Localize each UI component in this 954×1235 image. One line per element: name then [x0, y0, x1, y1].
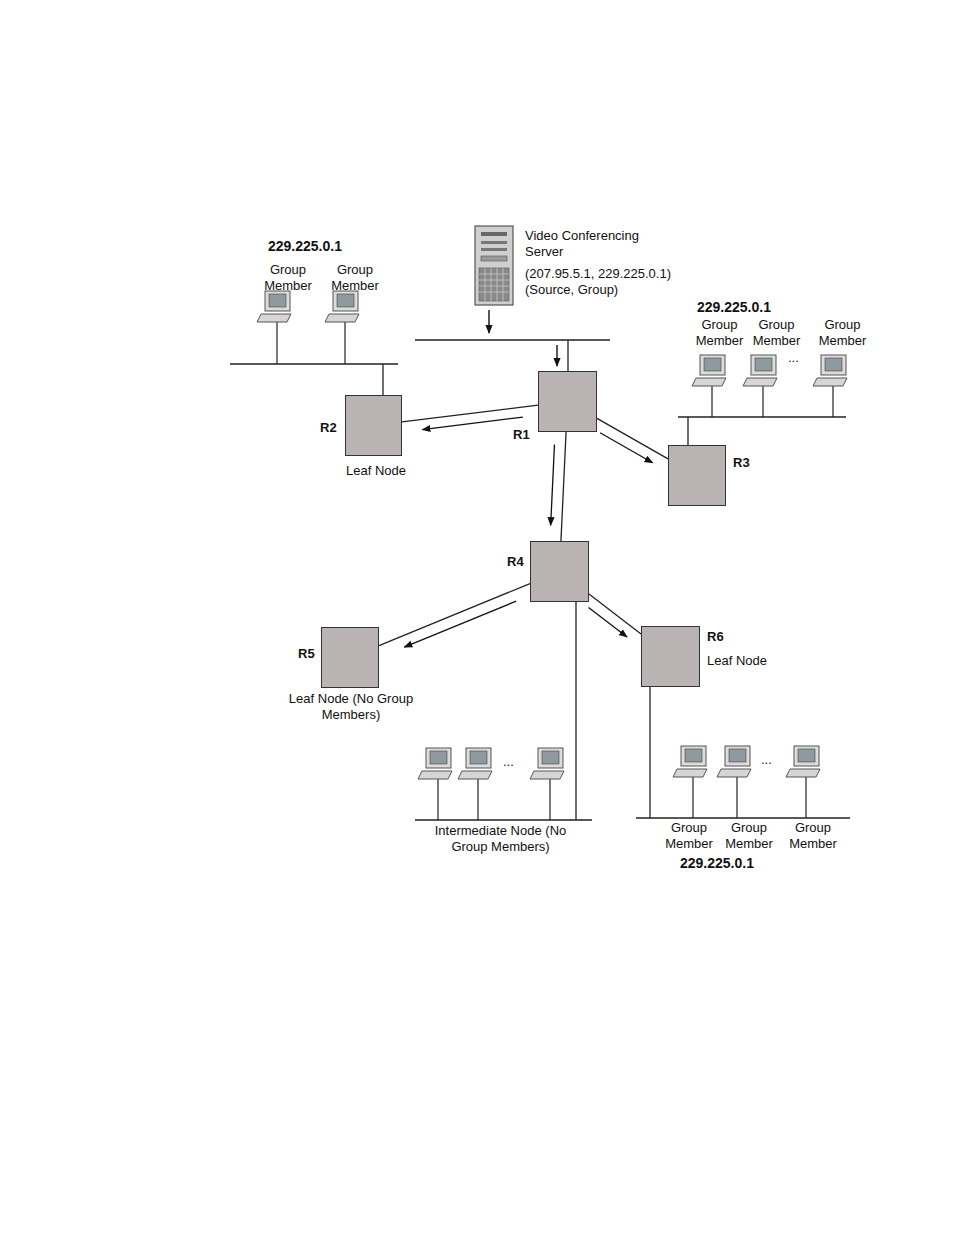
router-box: R4	[530, 541, 589, 602]
link-line	[402, 405, 538, 422]
flow-arrow	[589, 608, 627, 637]
computer-icon	[743, 355, 777, 417]
computer-icon	[692, 355, 726, 417]
router-name: R1	[513, 427, 537, 443]
lan-segments	[230, 340, 850, 820]
computer-icon	[673, 746, 707, 818]
node-role: Leaf Node	[707, 653, 797, 669]
computer-icon	[813, 355, 847, 417]
server-label: Video Conferencing Server	[525, 228, 655, 260]
host-label: Group Member	[784, 820, 842, 852]
link-line	[561, 432, 566, 541]
host-label: Group Member	[660, 820, 718, 852]
link-line	[379, 584, 530, 646]
node-role: Leaf Node	[336, 463, 416, 479]
ellipsis: ...	[503, 754, 523, 770]
computer-icon	[530, 748, 564, 820]
router-box: R1	[538, 371, 597, 432]
multicast-link	[379, 584, 530, 647]
host-computers	[257, 291, 847, 820]
router-box: R6Leaf Node	[641, 626, 700, 687]
router-name: R5	[298, 646, 320, 662]
ellipsis: ...	[761, 752, 781, 768]
intermediate-node-label: Intermediate Node (No Group Members)	[423, 823, 578, 855]
multicast-link	[597, 418, 668, 462]
router-box: R5Leaf Node (No Group Members)	[321, 627, 379, 688]
flow-arrow	[488, 310, 489, 333]
group-address: 229.225.0.1	[680, 855, 780, 871]
host-label: Group Member	[720, 820, 778, 852]
computer-icon	[458, 748, 492, 820]
multicast-link	[589, 594, 641, 637]
router-name: R2	[320, 420, 344, 436]
computer-icon	[418, 748, 452, 820]
host-label: Group Member	[692, 317, 747, 349]
ellipsis: ...	[788, 350, 808, 366]
source-group-pair: (207.95.5.1, 229.225.0.1) (Source, Group…	[525, 266, 700, 298]
flow-arrow	[551, 445, 555, 526]
flow-arrow	[556, 345, 557, 366]
computer-icon	[325, 291, 359, 364]
flow-arrow	[404, 601, 516, 647]
node-role: Leaf Node (No Group Members)	[276, 691, 426, 723]
computer-icon	[257, 291, 291, 364]
host-label: Group Member	[258, 262, 318, 294]
link-line	[597, 418, 668, 459]
router-box: R2Leaf Node	[345, 395, 402, 456]
router-name: R3	[733, 455, 761, 471]
server-icon	[475, 226, 513, 305]
multicast-link	[402, 405, 538, 429]
host-label: Group Member	[815, 317, 870, 349]
computer-icon	[717, 746, 751, 818]
router-name: R4	[507, 554, 529, 570]
router-name: R6	[707, 629, 735, 645]
group-address: 229.225.0.1	[697, 299, 797, 315]
group-address: 229.225.0.1	[268, 238, 368, 254]
computer-icon	[786, 746, 820, 818]
host-label: Group Member	[749, 317, 804, 349]
multicast-link	[551, 432, 566, 541]
flow-arrow	[600, 433, 653, 463]
flow-arrow	[422, 417, 523, 429]
router-box: R3	[668, 445, 726, 506]
host-label: Group Member	[325, 262, 385, 294]
